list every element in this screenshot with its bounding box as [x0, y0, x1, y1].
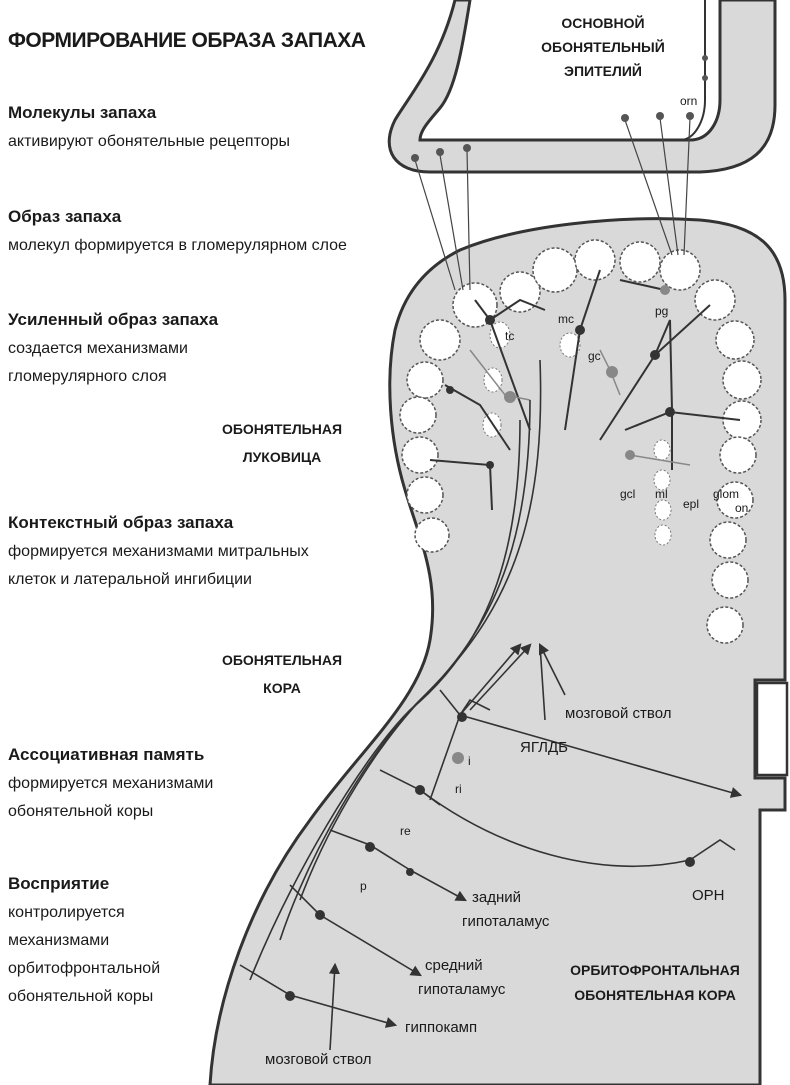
label-mc: mc: [558, 312, 574, 326]
label-posterior-hypothalamus: гипоталамус: [462, 913, 550, 930]
glomerulus: [401, 436, 439, 474]
caption-cortex: КОРА: [263, 680, 301, 696]
section-heading: Ассоциативная память: [8, 745, 204, 764]
label-ri: ri: [455, 782, 462, 796]
glomerulus: [399, 396, 437, 434]
glomerulus: [532, 247, 578, 293]
caption-epithelium: ЭПИТЕЛИЙ: [564, 62, 642, 79]
label-on: on: [735, 501, 748, 515]
glomerulus: [722, 360, 762, 400]
glomerulus: [414, 517, 450, 553]
label-p: p: [360, 879, 367, 893]
section-line: контролируется: [8, 904, 125, 921]
orn-axons: [414, 117, 691, 291]
label-hippocampus: гиппокамп: [405, 1019, 477, 1036]
glomerulus: [715, 320, 755, 360]
caption-ofc: ОРБИТОФРОНТАЛЬНАЯ: [570, 962, 740, 978]
glomerulus: [716, 481, 754, 519]
orn-cells: [411, 55, 708, 162]
caption-bulb: ЛУКОВИЦА: [243, 449, 321, 465]
label-posterior-hypothalamus: задний: [472, 889, 521, 906]
page-title: ФОРМИРОВАНИЕ ОБРАЗА ЗАПАХА: [8, 29, 366, 52]
section-line: активируют обонятельные рецепторы: [8, 133, 290, 150]
glomerulus: [406, 476, 444, 514]
glomeruli: [399, 239, 762, 644]
label-epl: epl: [683, 497, 699, 511]
cortical-neurons: [239, 642, 743, 1051]
label-brainstem-top: мозговой ствол: [565, 705, 671, 722]
section-line: молекул формируется в гломерулярном слое: [8, 237, 347, 254]
bulb-somas: [446, 315, 675, 469]
label-gcl: gcl: [620, 487, 635, 501]
label-re: re: [400, 824, 411, 838]
section-heading: Образ запаха: [8, 207, 122, 226]
section-line: механизмами: [8, 932, 109, 949]
interneuron-soma: [452, 752, 464, 764]
granule-column: [482, 321, 672, 546]
glomerulus: [722, 400, 762, 440]
label-i: i: [468, 754, 471, 768]
caption-epithelium: ОБОНЯТЕЛЬНЫЙ: [541, 38, 665, 55]
glomerulus: [711, 561, 749, 599]
caption-epithelium: ОСНОВНОЙ: [561, 14, 644, 31]
cortical-somas: [285, 712, 695, 1001]
glomerulus: [706, 606, 744, 644]
glomerulus: [619, 241, 661, 283]
glomerulus: [574, 239, 616, 281]
label-brainstem-bottom: мозговой ствол: [265, 1051, 371, 1068]
section-heading: Усиленный образ запаха: [8, 310, 219, 329]
label-middle-hypothalamus: средний: [425, 957, 483, 974]
glomerulus: [719, 436, 757, 474]
lateral-olfactory-tract: [249, 359, 542, 981]
glomerulus: [406, 361, 444, 399]
label-ml: ml: [655, 487, 668, 501]
glomerulus: [419, 319, 461, 361]
section-heading: Восприятие: [8, 874, 109, 893]
label-middle-hypothalamus: гипоталамус: [418, 981, 506, 998]
label-orn: orn: [680, 94, 697, 108]
section-line: клеток и латеральной ингибиции: [8, 571, 252, 588]
section-line: орбитофронтальной: [8, 960, 160, 977]
glomerulus: [659, 249, 701, 291]
brain-body: [208, 217, 787, 1085]
label-yagldb: ЯГЛДБ: [520, 739, 568, 756]
caption-ofc: ОБОНЯТЕЛЬНАЯ КОРА: [574, 987, 736, 1003]
glomerulus: [499, 271, 541, 313]
section-heading: Молекулы запаха: [8, 103, 157, 122]
label-gc: gc: [588, 349, 601, 363]
section-line: гломерулярного слоя: [8, 368, 167, 385]
section-line: создается механизмами: [8, 340, 188, 357]
label-pg: pg: [655, 304, 668, 318]
caption-bulb: ОБОНЯТЕЛЬНАЯ: [222, 421, 342, 437]
section-heading: Контекстный образ запаха: [8, 513, 234, 532]
section-line: обонятельной коры: [8, 803, 153, 820]
label-tc: tc: [505, 329, 514, 343]
label-orn-ru: ОРН: [692, 887, 725, 904]
cortex-notch: [755, 681, 789, 777]
section-line: формируется механизмами: [8, 775, 213, 792]
bulb-grey-somas: [504, 285, 670, 460]
glomerulus: [709, 521, 747, 559]
section-line: обонятельной коры: [8, 988, 153, 1005]
epithelium-inner-line: [418, 0, 706, 141]
caption-cortex: ОБОНЯТЕЛЬНАЯ: [222, 652, 342, 668]
label-glom: glom: [713, 487, 739, 501]
section-line: формируется механизмами митральных: [8, 543, 309, 560]
